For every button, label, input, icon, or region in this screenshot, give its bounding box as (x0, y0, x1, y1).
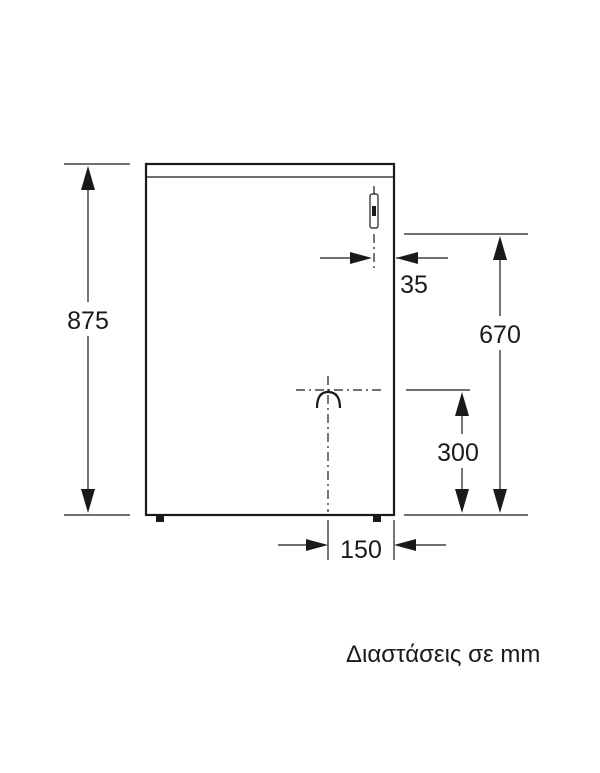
dim-label-670: 670 (479, 321, 521, 349)
dim-height-total: 875 (60, 163, 130, 516)
dim-offset-valve: 35 (320, 252, 448, 299)
dim-height-valve: 670 (404, 233, 528, 516)
units-caption: Διαστάσεις σε mm (346, 641, 541, 668)
dim-label-875: 875 (67, 307, 109, 335)
dim-label-300: 300 (437, 439, 479, 467)
dim-label-150: 150 (340, 536, 382, 564)
drain-hook-icon (296, 376, 384, 512)
dim-height-drain: 300 (406, 389, 492, 513)
dim-offset-drain: 150 (278, 520, 446, 564)
dim-label-35: 35 (400, 271, 428, 299)
water-valve-icon (369, 186, 379, 270)
appliance-outline (144, 162, 396, 522)
